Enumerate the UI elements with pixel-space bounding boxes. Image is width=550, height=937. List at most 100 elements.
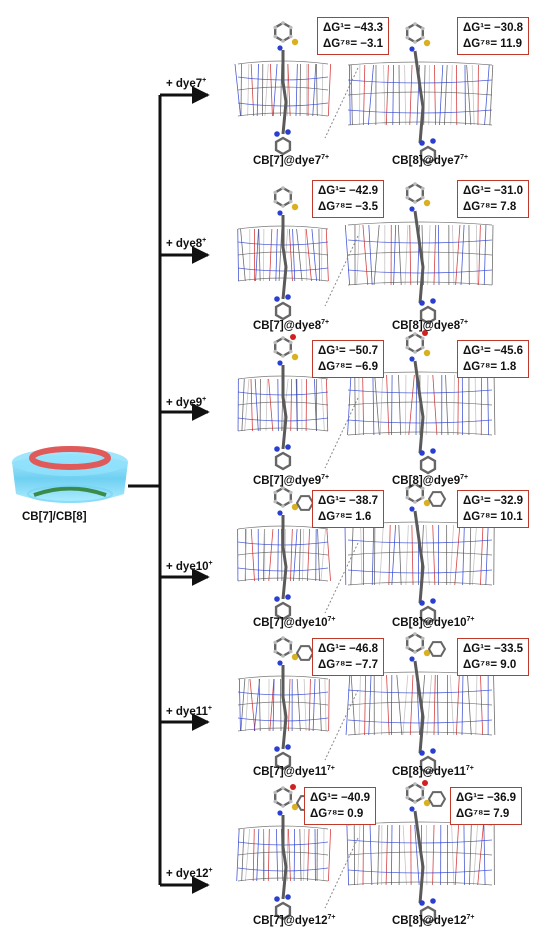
cb8-dye8-host-cage <box>344 221 494 286</box>
cb8-dg1-value: ΔG¹= −45.6 <box>463 345 524 357</box>
cb8-complex-text: CB[8]@dye12 <box>392 914 467 927</box>
add-dye-label: + dye7+ <box>166 77 206 90</box>
cb8-complex-charge: 7+ <box>460 319 469 326</box>
add-dye-charge: + <box>208 560 213 567</box>
cb7-complex-charge: 7+ <box>321 154 330 161</box>
add-dye-text: + dye11 <box>166 705 208 718</box>
cb8-complex-text: CB[8]@dye8 <box>392 319 461 332</box>
cb7-dye11-guest-dye <box>273 636 315 771</box>
add-dye-label: + dye11+ <box>166 705 212 718</box>
cb8-dye10-molecule <box>344 482 495 625</box>
divider-dash <box>324 837 359 909</box>
host-macrocycle <box>12 446 128 503</box>
add-dye-charge: + <box>208 867 213 874</box>
add-dye-charge: + <box>202 396 207 403</box>
add-dye-charge: + <box>202 237 207 244</box>
divider-dash <box>324 542 359 614</box>
cb8-dg1-value: ΔG¹= −32.9 <box>463 495 524 507</box>
cb7-dye10-molecule <box>237 486 331 621</box>
cb7-dye8-host-cage <box>237 225 329 282</box>
cb8-dye7-guest-dye <box>405 22 437 165</box>
cb7-complex-charge: 7+ <box>321 319 330 326</box>
cb8-complex-charge: 7+ <box>466 914 475 921</box>
cb7-dye12-host-cage <box>236 825 332 882</box>
cb8-complex-label: CB[8]@dye107+ <box>392 616 474 629</box>
cb7-complex-text: CB[7]@dye11 <box>253 765 327 778</box>
cb7-complex-label: CB[7]@dye87+ <box>253 319 329 332</box>
cb8-dg78-value: ΔG⁷⁸= 7.8 <box>463 201 517 213</box>
cb8-dye8-molecule <box>344 182 494 325</box>
cb7-complex-text: CB[7]@dye9 <box>253 474 322 487</box>
branch-lines <box>128 95 162 885</box>
add-dye-text: + dye8 <box>166 237 203 250</box>
cb8-dye12-molecule <box>346 780 495 925</box>
divider-dash <box>324 397 359 469</box>
cb8-dg78-value: ΔG⁷⁸= 10.1 <box>463 511 523 523</box>
divider-dash <box>324 67 359 139</box>
cb7-dg78-value: ΔG⁷⁸= 0.9 <box>310 808 364 820</box>
cb7-dye8-guest-dye <box>273 186 299 321</box>
add-dye-text: + dye10 <box>166 560 209 573</box>
cb8-dg78-value: ΔG⁷⁸= 11.9 <box>463 38 523 50</box>
cb7-dg1-value: ΔG¹= −46.8 <box>318 643 379 655</box>
cb7-dg78-value: ΔG⁷⁸= −3.5 <box>318 201 379 213</box>
cb8-dye8-guest-dye <box>405 182 437 325</box>
cb7-dg1-value: ΔG¹= −43.3 <box>323 22 384 34</box>
cb8-complex-label: CB[8]@dye77+ <box>392 154 468 167</box>
cb8-dg78-value: ΔG⁷⁸= 1.8 <box>463 361 517 373</box>
host-label: CB[7]/CB[8] <box>22 511 87 523</box>
cb8-dye10-guest-dye <box>405 482 447 625</box>
cb7-dye11-molecule <box>237 636 330 771</box>
add-dye-label: + dye10+ <box>166 560 213 573</box>
cb8-complex-charge: 7+ <box>460 474 469 481</box>
cb7-complex-charge: 7+ <box>327 914 336 921</box>
cb7-complex-label: CB[7]@dye117+ <box>253 765 335 778</box>
cb8-dg1-value: ΔG¹= −33.5 <box>463 643 524 655</box>
cb8-complex-charge: 7+ <box>460 154 469 161</box>
cb8-dye9-molecule <box>347 330 496 475</box>
cb7-complex-label: CB[7]@dye107+ <box>253 616 335 629</box>
cb8-dye7-host-cage <box>347 61 494 126</box>
cb7-complex-charge: 7+ <box>326 765 335 772</box>
cb7-dye7-molecule <box>234 21 332 156</box>
molecule-renders <box>234 21 496 925</box>
add-dye-label: + dye12+ <box>166 867 213 880</box>
cb8-dye11-guest-dye <box>405 632 447 775</box>
cb8-complex-text: CB[8]@dye11 <box>392 765 466 778</box>
cb8-complex-text: CB[8]@dye7 <box>392 154 461 167</box>
cb7-dye12-guest-dye <box>273 784 315 921</box>
branch-arrows <box>160 86 210 894</box>
add-dye-charge: + <box>207 705 212 712</box>
cb8-dye11-molecule <box>345 632 496 775</box>
divider-dashes <box>324 67 359 909</box>
cb8-complex-label: CB[8]@dye87+ <box>392 319 468 332</box>
cb8-complex-charge: 7+ <box>466 616 475 623</box>
cb7-dg78-value: ΔG⁷⁸= 1.6 <box>318 511 372 523</box>
add-dye-text: + dye7 <box>166 77 203 90</box>
add-dye-text: + dye12 <box>166 867 209 880</box>
cb8-dye12-guest-dye <box>405 780 447 925</box>
cb8-complex-label: CB[8]@dye117+ <box>392 765 474 778</box>
cb7-dye7-guest-dye <box>273 21 299 156</box>
cb7-dg78-value: ΔG⁷⁸= −7.7 <box>318 659 379 671</box>
cb7-complex-label: CB[7]@dye77+ <box>253 154 329 167</box>
cb8-dye10-host-cage <box>344 521 495 586</box>
cb7-dg78-value: ΔG⁷⁸= −6.9 <box>318 361 379 373</box>
add-dye-charge: + <box>202 77 207 84</box>
cb7-complex-text: CB[7]@dye7 <box>253 154 322 167</box>
divider-dash <box>324 235 359 307</box>
cb7-complex-text: CB[7]@dye10 <box>253 616 328 629</box>
cb8-complex-text: CB[8]@dye10 <box>392 616 467 629</box>
